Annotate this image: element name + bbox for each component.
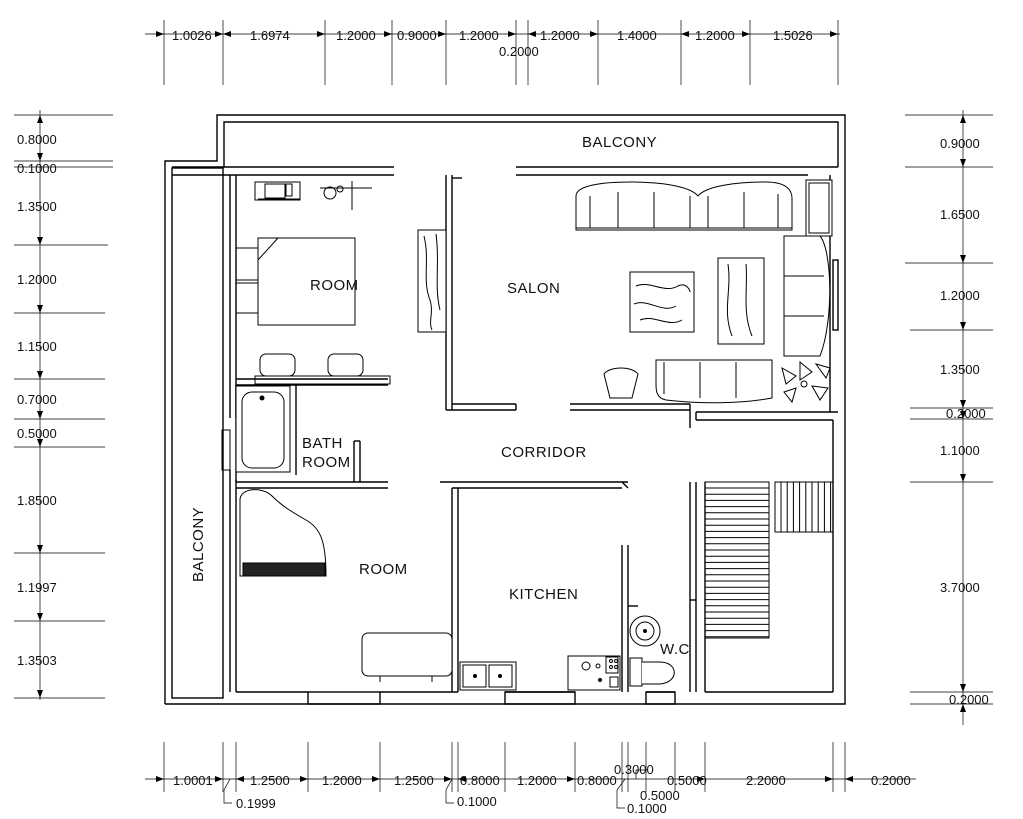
dimension-lines — [14, 20, 993, 809]
dim-bottom-10: 0.3000 — [614, 762, 654, 777]
label-balcony-top: BALCONY — [582, 134, 657, 151]
dim-bottom-11: 0.1000 — [627, 801, 667, 816]
dim-top-4: 0.9000 — [397, 28, 437, 43]
dim-left-9: 1.1997 — [17, 580, 57, 595]
desk-computer-icon — [254, 181, 301, 201]
dim-left-4: 1.2000 — [17, 272, 57, 287]
dim-bottom-12: 0.5000 — [640, 788, 680, 803]
dim-left-7: 0.5000 — [17, 426, 57, 441]
bed-icon — [235, 237, 356, 326]
dim-right-6: 1.1000 — [940, 443, 980, 458]
dim-right-4: 1.3500 — [940, 362, 980, 377]
toilet-icon — [629, 657, 675, 687]
side-table-icon — [717, 257, 765, 345]
dim-bottom-3: 1.2500 — [250, 773, 290, 788]
dim-bottom-9: 0.8000 — [577, 773, 617, 788]
salon-sofa-bottom-icon — [655, 359, 773, 404]
dim-left-3: 1.3500 — [17, 199, 57, 214]
room-labels: BALCONY BALCONY ROOM SALON BATH ROOM COR… — [190, 134, 690, 658]
salon-sofa-side-icon — [783, 235, 831, 357]
dim-top-2: 1.6974 — [250, 28, 290, 43]
label-kitchen: KITCHEN — [509, 586, 578, 603]
wardrobe-icon — [417, 229, 447, 333]
dim-top-5: 1.2000 — [459, 28, 499, 43]
dim-top-9: 1.2000 — [695, 28, 735, 43]
dim-right-5: 0.2000 — [946, 406, 986, 421]
dim-left-6: 0.7000 — [17, 392, 57, 407]
staircase — [704, 481, 834, 639]
salon-sofa-top-icon — [575, 181, 793, 231]
dim-bottom-14: 2.2000 — [746, 773, 786, 788]
label-room-lower: ROOM — [359, 561, 408, 578]
stove-icon — [567, 655, 621, 691]
dim-top-7: 1.2000 — [540, 28, 580, 43]
plant-icon — [781, 360, 831, 404]
desk-chairs-icon — [254, 353, 391, 385]
dim-right-3: 1.2000 — [940, 288, 980, 303]
dim-top-6: 0.2000 — [499, 44, 539, 59]
dimension-labels: 1.0026 1.6974 1.2000 0.9000 1.2000 0.200… — [17, 28, 989, 816]
dim-left-1: 0.8000 — [17, 132, 57, 147]
dim-left-5: 1.1500 — [17, 339, 57, 354]
label-wc: W.C — [660, 641, 690, 658]
dim-bottom-15: 0.2000 — [871, 773, 911, 788]
armchair-icon — [603, 367, 639, 405]
dim-bottom-13: 0.5000 — [667, 773, 707, 788]
dim-top-3: 1.2000 — [336, 28, 376, 43]
dim-bottom-8: 1.2000 — [517, 773, 557, 788]
label-bath-line2: ROOM — [302, 454, 351, 471]
kitchen-sink-icon — [459, 661, 517, 691]
furniture — [221, 179, 833, 691]
coffee-table-icon — [629, 271, 695, 333]
dim-right-2: 1.6500 — [940, 207, 980, 222]
label-salon: SALON — [507, 280, 560, 297]
bathtub-icon — [221, 385, 291, 473]
label-corridor: CORRIDOR — [501, 444, 587, 461]
dim-right-8: 0.2000 — [949, 692, 989, 707]
dim-right-7: 3.7000 — [940, 580, 980, 595]
sofa-icon — [361, 632, 453, 682]
label-room-upper: ROOM — [310, 277, 359, 294]
dim-bottom-2: 0.1999 — [236, 796, 276, 811]
dim-bottom-1: 1.0001 — [173, 773, 213, 788]
dim-left-10: 1.3503 — [17, 653, 57, 668]
wash-basin-icon — [629, 615, 661, 647]
grand-piano-icon — [239, 489, 327, 577]
dim-right-1: 0.9000 — [940, 136, 980, 151]
coat-stand-icon — [320, 181, 372, 210]
dim-bottom-6: 0.8000 — [460, 773, 500, 788]
dim-top-10: 1.5026 — [773, 28, 813, 43]
dim-left-2: 0.1000 — [17, 161, 57, 176]
tv-unit-icon — [805, 179, 833, 237]
dim-top-8: 1.4000 — [617, 28, 657, 43]
dim-bottom-5: 1.2500 — [394, 773, 434, 788]
dim-bottom-4: 1.2000 — [322, 773, 362, 788]
label-balcony-left: BALCONY — [190, 507, 207, 582]
label-bath-line1: BATH — [302, 435, 343, 452]
dim-left-8: 1.8500 — [17, 493, 57, 508]
dim-bottom-7: 0.1000 — [457, 794, 497, 809]
dim-top-1: 1.0026 — [172, 28, 212, 43]
